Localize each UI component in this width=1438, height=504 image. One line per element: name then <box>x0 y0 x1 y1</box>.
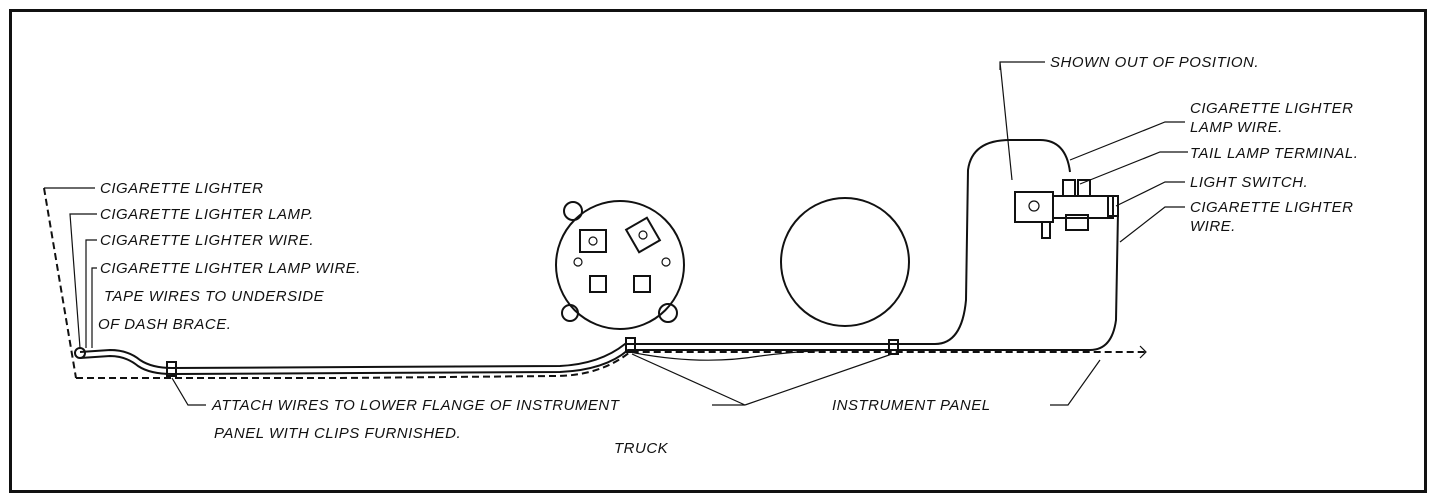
label-right-lighter-wire-2: WIRE. <box>1190 218 1236 235</box>
instrument-gauge <box>555 200 685 330</box>
label-cigarette-lighter: CIGARETTE LIGHTER <box>100 180 264 197</box>
wire-harness-upper <box>79 139 1071 370</box>
label-tail-lamp-terminal: TAIL LAMP TERMINAL. <box>1190 145 1358 162</box>
label-cigarette-lighter-lamp-wire: CIGARETTE LIGHTER LAMP WIRE. <box>100 260 361 277</box>
leader-tail-lamp <box>1079 151 1188 185</box>
cigarette-lighter-socket <box>74 347 86 359</box>
label-instrument-panel: INSTRUMENT PANEL <box>832 397 991 414</box>
leader-right-lamp-wire <box>1069 121 1185 161</box>
leader-right-lighter-wire <box>1119 206 1185 243</box>
label-attach-wires-1: ATTACH WIRES TO LOWER FLANGE OF INSTRUME… <box>211 397 621 414</box>
diagram-frame <box>9 9 1427 493</box>
label-cigarette-lighter-lamp: CIGARETTE LIGHTER LAMP. <box>100 206 314 223</box>
label-right-lighter-wire-1: CIGARETTE LIGHTER <box>1190 199 1354 216</box>
light-switch-assembly <box>1014 179 1119 239</box>
label-light-switch: LIGHT SWITCH. <box>1190 174 1308 191</box>
leader-light-switch <box>1115 181 1185 207</box>
leader-lighter-lamp <box>69 213 97 349</box>
out-of-position-bracket <box>999 61 1045 181</box>
label-attach-wires-2: PANEL WITH CLIPS FURNISHED. <box>214 425 461 442</box>
label-cigarette-lighter-wire: CIGARETTE LIGHTER WIRE. <box>100 232 314 249</box>
label-tape-wires-1: TAPE WIRES TO UNDERSIDE <box>104 288 325 305</box>
speedometer-opening <box>780 197 910 327</box>
label-shown-out-of-position: SHOWN OUT OF POSITION. <box>1050 54 1259 71</box>
wire-harness-lower <box>79 211 1119 376</box>
label-truck: TRUCK <box>614 440 669 457</box>
instrument-panel-line <box>76 351 1145 379</box>
clip-1 <box>166 361 177 377</box>
label-tape-wires-2: OF DASH BRACE. <box>98 316 231 333</box>
panel-end-tick <box>1139 345 1147 359</box>
clip-2 <box>625 337 636 353</box>
leader-lighter-wire <box>85 239 97 348</box>
leader-lamp-wire <box>91 267 97 348</box>
dash-brace <box>43 187 77 379</box>
leader-instrument-panel <box>1050 359 1101 406</box>
label-right-lamp-wire-1: CIGARETTE LIGHTER <box>1190 100 1354 117</box>
label-right-lamp-wire-2: LAMP WIRE. <box>1190 119 1283 136</box>
leader-attach-wires <box>171 353 893 406</box>
clip-3 <box>888 339 899 355</box>
wire-loop <box>629 349 891 361</box>
